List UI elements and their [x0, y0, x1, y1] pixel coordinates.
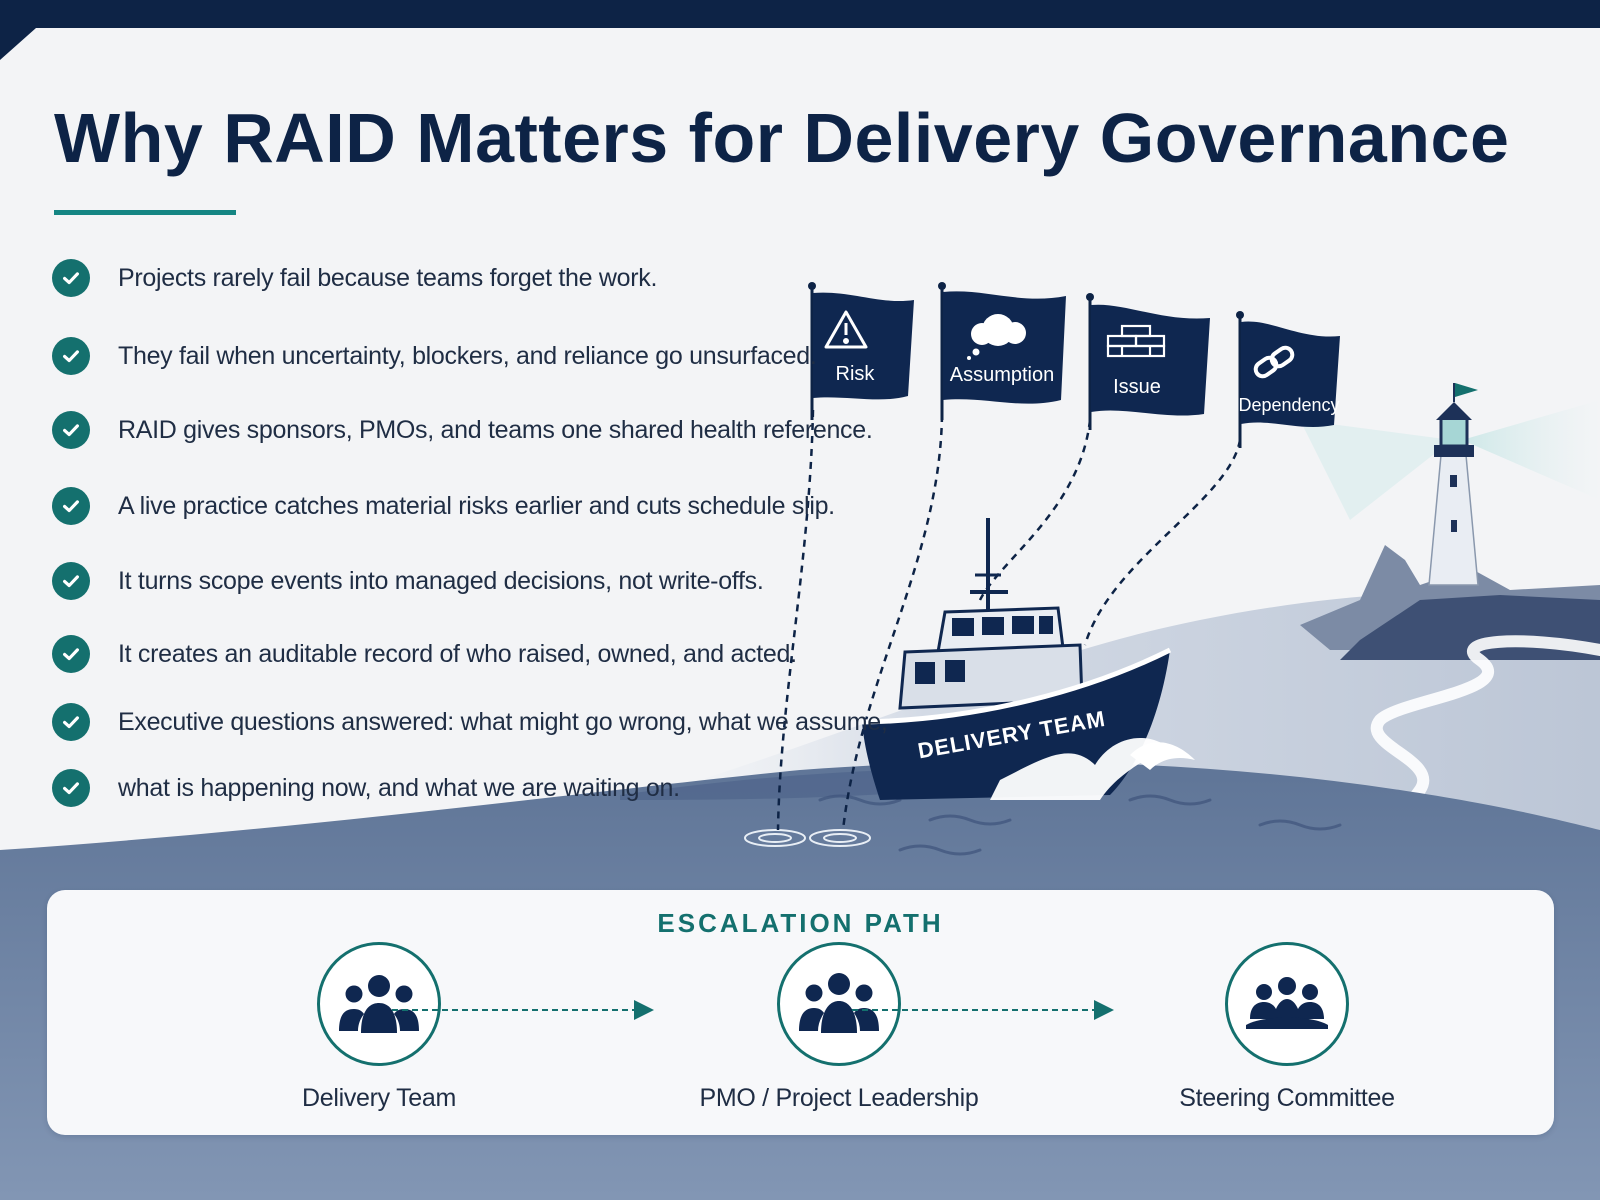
stage-label: Delivery Team — [301, 1084, 457, 1112]
key-point-text: Projects rarely fail because teams forge… — [118, 263, 658, 292]
committee-table-icon — [1225, 942, 1349, 1066]
stage-pmo-leadership: PMO / Project Leadership — [669, 942, 1009, 1113]
check-circle-icon — [52, 487, 90, 525]
escalation-arrow-1 — [392, 1000, 654, 1020]
top-bar-notch — [0, 28, 36, 60]
leadership-group-icon — [777, 942, 901, 1066]
key-point: It turns scope events into managed decis… — [52, 561, 764, 601]
key-point-text: Executive questions answered: what might… — [118, 707, 888, 736]
title-underline — [54, 210, 236, 215]
escalation-path-card: ESCALATION PATH Delivery Team — [47, 890, 1554, 1135]
chain-link-icon — [1253, 345, 1295, 379]
flag-label-issue: Issue — [1113, 376, 1161, 398]
flag-label-assumption: Assumption — [950, 364, 1055, 386]
flag-risk: Risk — [808, 282, 914, 420]
delivery-boat: DELIVERY TEAM — [861, 518, 1195, 800]
key-point-text: They fail when uncertainty, blockers, an… — [118, 341, 817, 370]
escalation-arrow-2 — [852, 1000, 1114, 1020]
stage-steering-committee: Steering Committee — [1117, 942, 1457, 1113]
top-bar — [0, 0, 1600, 28]
wave-marks — [818, 794, 1342, 856]
key-point: Executive questions answered: what might… — [52, 702, 888, 742]
check-circle-icon — [52, 769, 90, 807]
key-point-text: RAID gives sponsors, PMOs, and teams one… — [118, 415, 873, 444]
key-point: It creates an auditable record of who ra… — [52, 634, 797, 674]
stage-label: PMO / Project Leadership — [699, 1084, 979, 1112]
key-point-text: A live practice catches material risks e… — [118, 491, 835, 520]
flag-issue: Issue — [1086, 293, 1210, 430]
flag-label-dependency: Dependency — [1238, 395, 1339, 415]
team-icon — [317, 942, 441, 1066]
flag-label-risk: Risk — [836, 363, 876, 385]
key-point: what is happening now, and what we are w… — [52, 768, 680, 808]
check-circle-icon — [52, 562, 90, 600]
check-circle-icon — [52, 635, 90, 673]
flag-dependency: Dependency — [1236, 311, 1340, 448]
key-point: RAID gives sponsors, PMOs, and teams one… — [52, 410, 873, 450]
flag-assumption: Assumption — [938, 282, 1066, 420]
escalation-title: ESCALATION PATH — [657, 908, 944, 938]
water-ripples — [744, 829, 871, 847]
stage-label: Steering Committee — [1179, 1084, 1395, 1112]
key-point-text: It creates an auditable record of who ra… — [118, 639, 797, 668]
key-point: They fail when uncertainty, blockers, an… — [52, 336, 817, 376]
check-circle-icon — [52, 259, 90, 297]
page-title: Why RAID Matters for Delivery Governance — [54, 99, 1510, 177]
key-point-text: It turns scope events into managed decis… — [118, 566, 764, 595]
key-point: A live practice catches material risks e… — [52, 486, 835, 526]
warning-icon — [824, 310, 868, 349]
stage-delivery-team: Delivery Team — [209, 942, 549, 1113]
key-point: Projects rarely fail because teams forge… — [52, 258, 657, 298]
check-circle-icon — [52, 703, 90, 741]
flag-strings — [776, 409, 1242, 831]
brick-wall-icon — [1106, 324, 1166, 358]
lighthouse — [1428, 383, 1479, 586]
check-circle-icon — [52, 411, 90, 449]
key-point-text: what is happening now, and what we are w… — [118, 773, 680, 802]
check-circle-icon — [52, 337, 90, 375]
thought-bubble-icon — [967, 314, 1026, 360]
lighthouse-beams — [1300, 400, 1600, 520]
